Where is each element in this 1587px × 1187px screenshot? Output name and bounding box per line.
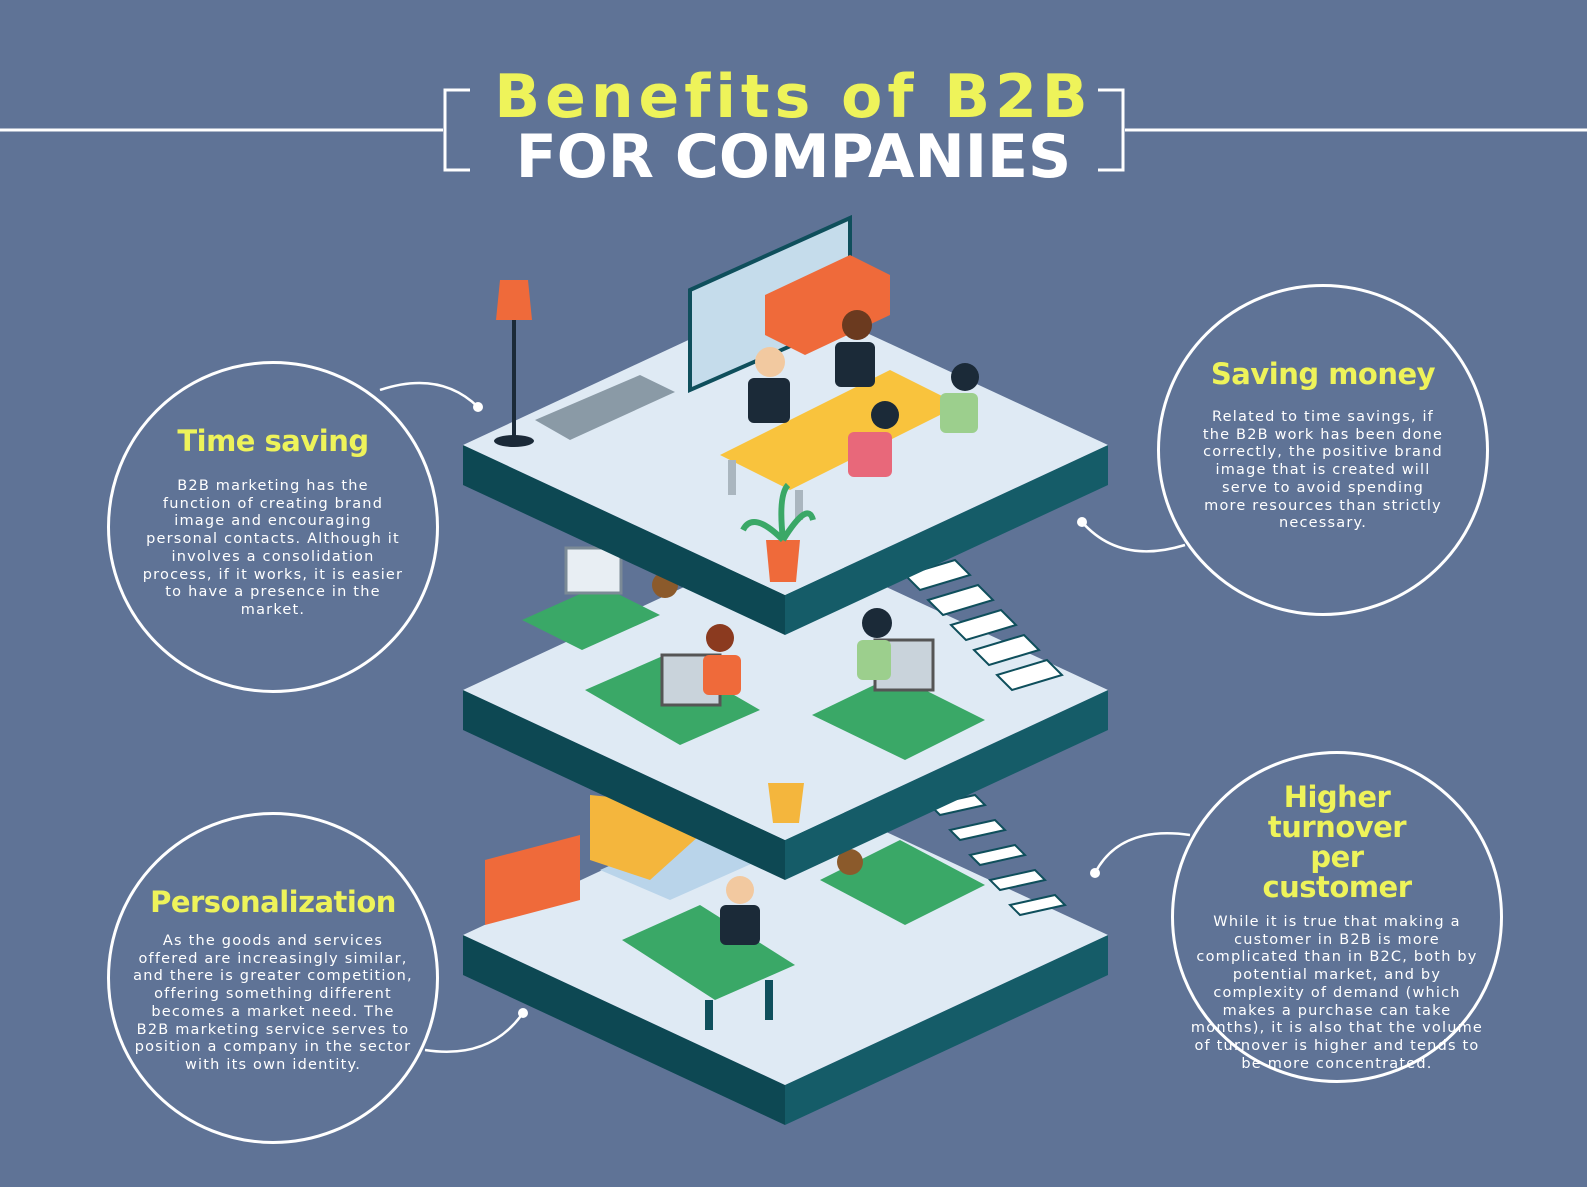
benefit-body: While it is true that making a customer … [1190, 914, 1484, 1072]
connectors [379, 381, 1191, 1054]
benefit-body: As the goods and services offered are in… [133, 933, 413, 1073]
connector-dot [473, 402, 483, 412]
benefit-heading: Higher turnover per customer [1262, 780, 1412, 904]
title-line-1: Benefits of B2B [494, 62, 1093, 132]
title-frame [0, 88, 1587, 172]
floor-3 [463, 214, 1108, 635]
benefit-body: B2B marketing has the function of creati… [142, 478, 404, 618]
benefit-heading: Personalization [150, 885, 396, 919]
benefit-saving-money: Saving money Related to time savings, if… [1157, 284, 1489, 616]
connector-dot [1077, 517, 1087, 527]
title-line-2: FOR COMPANIES [515, 122, 1072, 192]
floor-2 [463, 540, 1108, 880]
benefit-heading: Saving money [1210, 357, 1436, 391]
connector-dot [1090, 868, 1100, 878]
floor-1 [463, 785, 1108, 1125]
benefit-personalization: Personalization As the goods and service… [107, 812, 439, 1144]
benefit-time-saving: Time saving B2B marketing has the functi… [107, 361, 439, 693]
benefit-higher-turnover: Higher turnover per customer While it is… [1171, 751, 1503, 1083]
benefit-heading: Time saving [177, 424, 369, 458]
benefit-body: Related to time savings, if the B2B work… [1202, 409, 1444, 532]
connector-dot [518, 1008, 528, 1018]
